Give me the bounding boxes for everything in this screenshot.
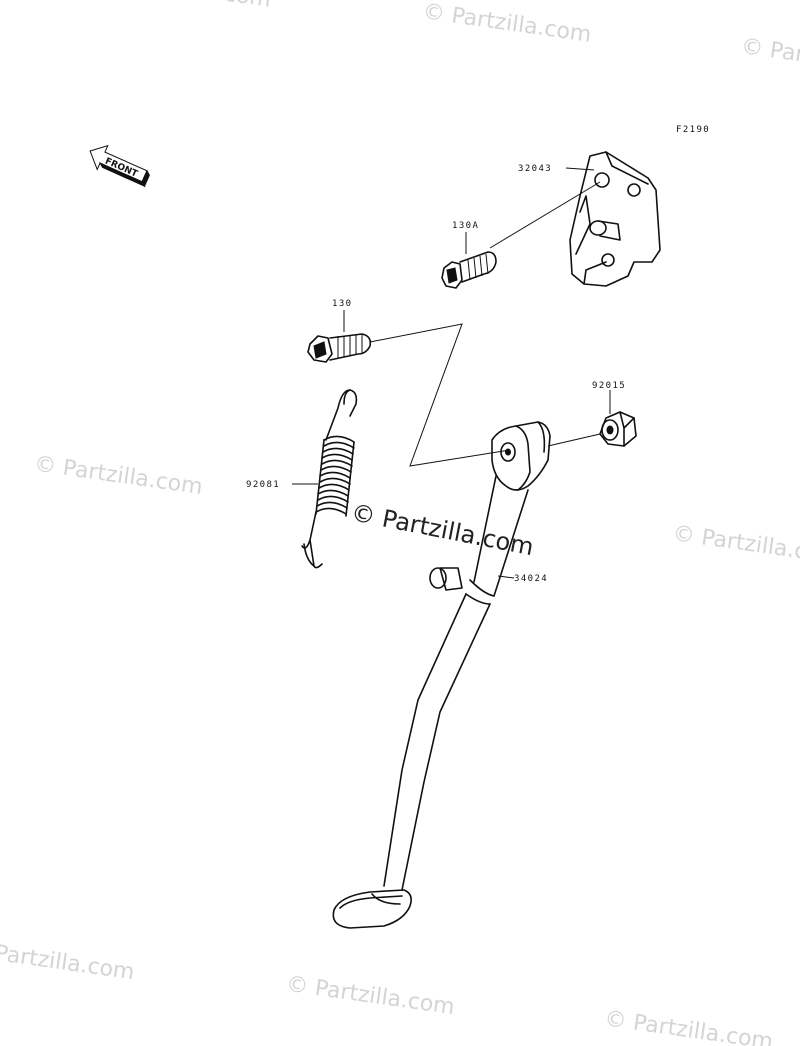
bolt-130a xyxy=(441,251,497,289)
bracket-32043 xyxy=(569,151,661,287)
part-label-32043: 32043 xyxy=(518,164,552,174)
leader-32043 xyxy=(565,167,595,171)
spring-92081 xyxy=(301,389,358,569)
watermark-top-right: © Partzilla.com xyxy=(739,34,800,82)
leader-130a-to-bracket xyxy=(489,181,601,249)
watermark-mid-right: © Partzilla.com xyxy=(671,521,800,569)
front-arrow-icon: FRONT xyxy=(89,144,150,188)
watermark-bottom-center: © Partzilla.com xyxy=(285,972,457,1020)
part-label-92081: 92081 xyxy=(246,480,280,490)
leader-nut-to-stand xyxy=(547,433,601,447)
part-label-130a: 130A xyxy=(452,221,479,231)
watermark-mid-left: © Partzilla.com xyxy=(32,452,204,500)
bolt-130 xyxy=(307,333,372,363)
watermark-top-center: © Partzilla.com xyxy=(421,0,593,48)
leader-130-to-stand xyxy=(369,323,511,467)
spring-coils xyxy=(315,435,355,517)
part-label-34024: 34024 xyxy=(514,574,548,584)
watermark-bottom-left: © Partzilla.com xyxy=(0,937,136,985)
nut-92015 xyxy=(599,411,637,447)
center-watermark: © Partzilla.com xyxy=(349,498,536,561)
watermark-top-left: © Partzilla.com xyxy=(101,0,273,13)
part-label-130: 130 xyxy=(332,299,352,309)
figure-code: F2190 xyxy=(676,125,710,135)
watermark-bottom-right: © Partzilla.com xyxy=(603,1006,775,1046)
side-stand-34024 xyxy=(332,421,551,929)
leader-34024 xyxy=(497,575,515,579)
part-label-92015: 92015 xyxy=(592,381,626,391)
